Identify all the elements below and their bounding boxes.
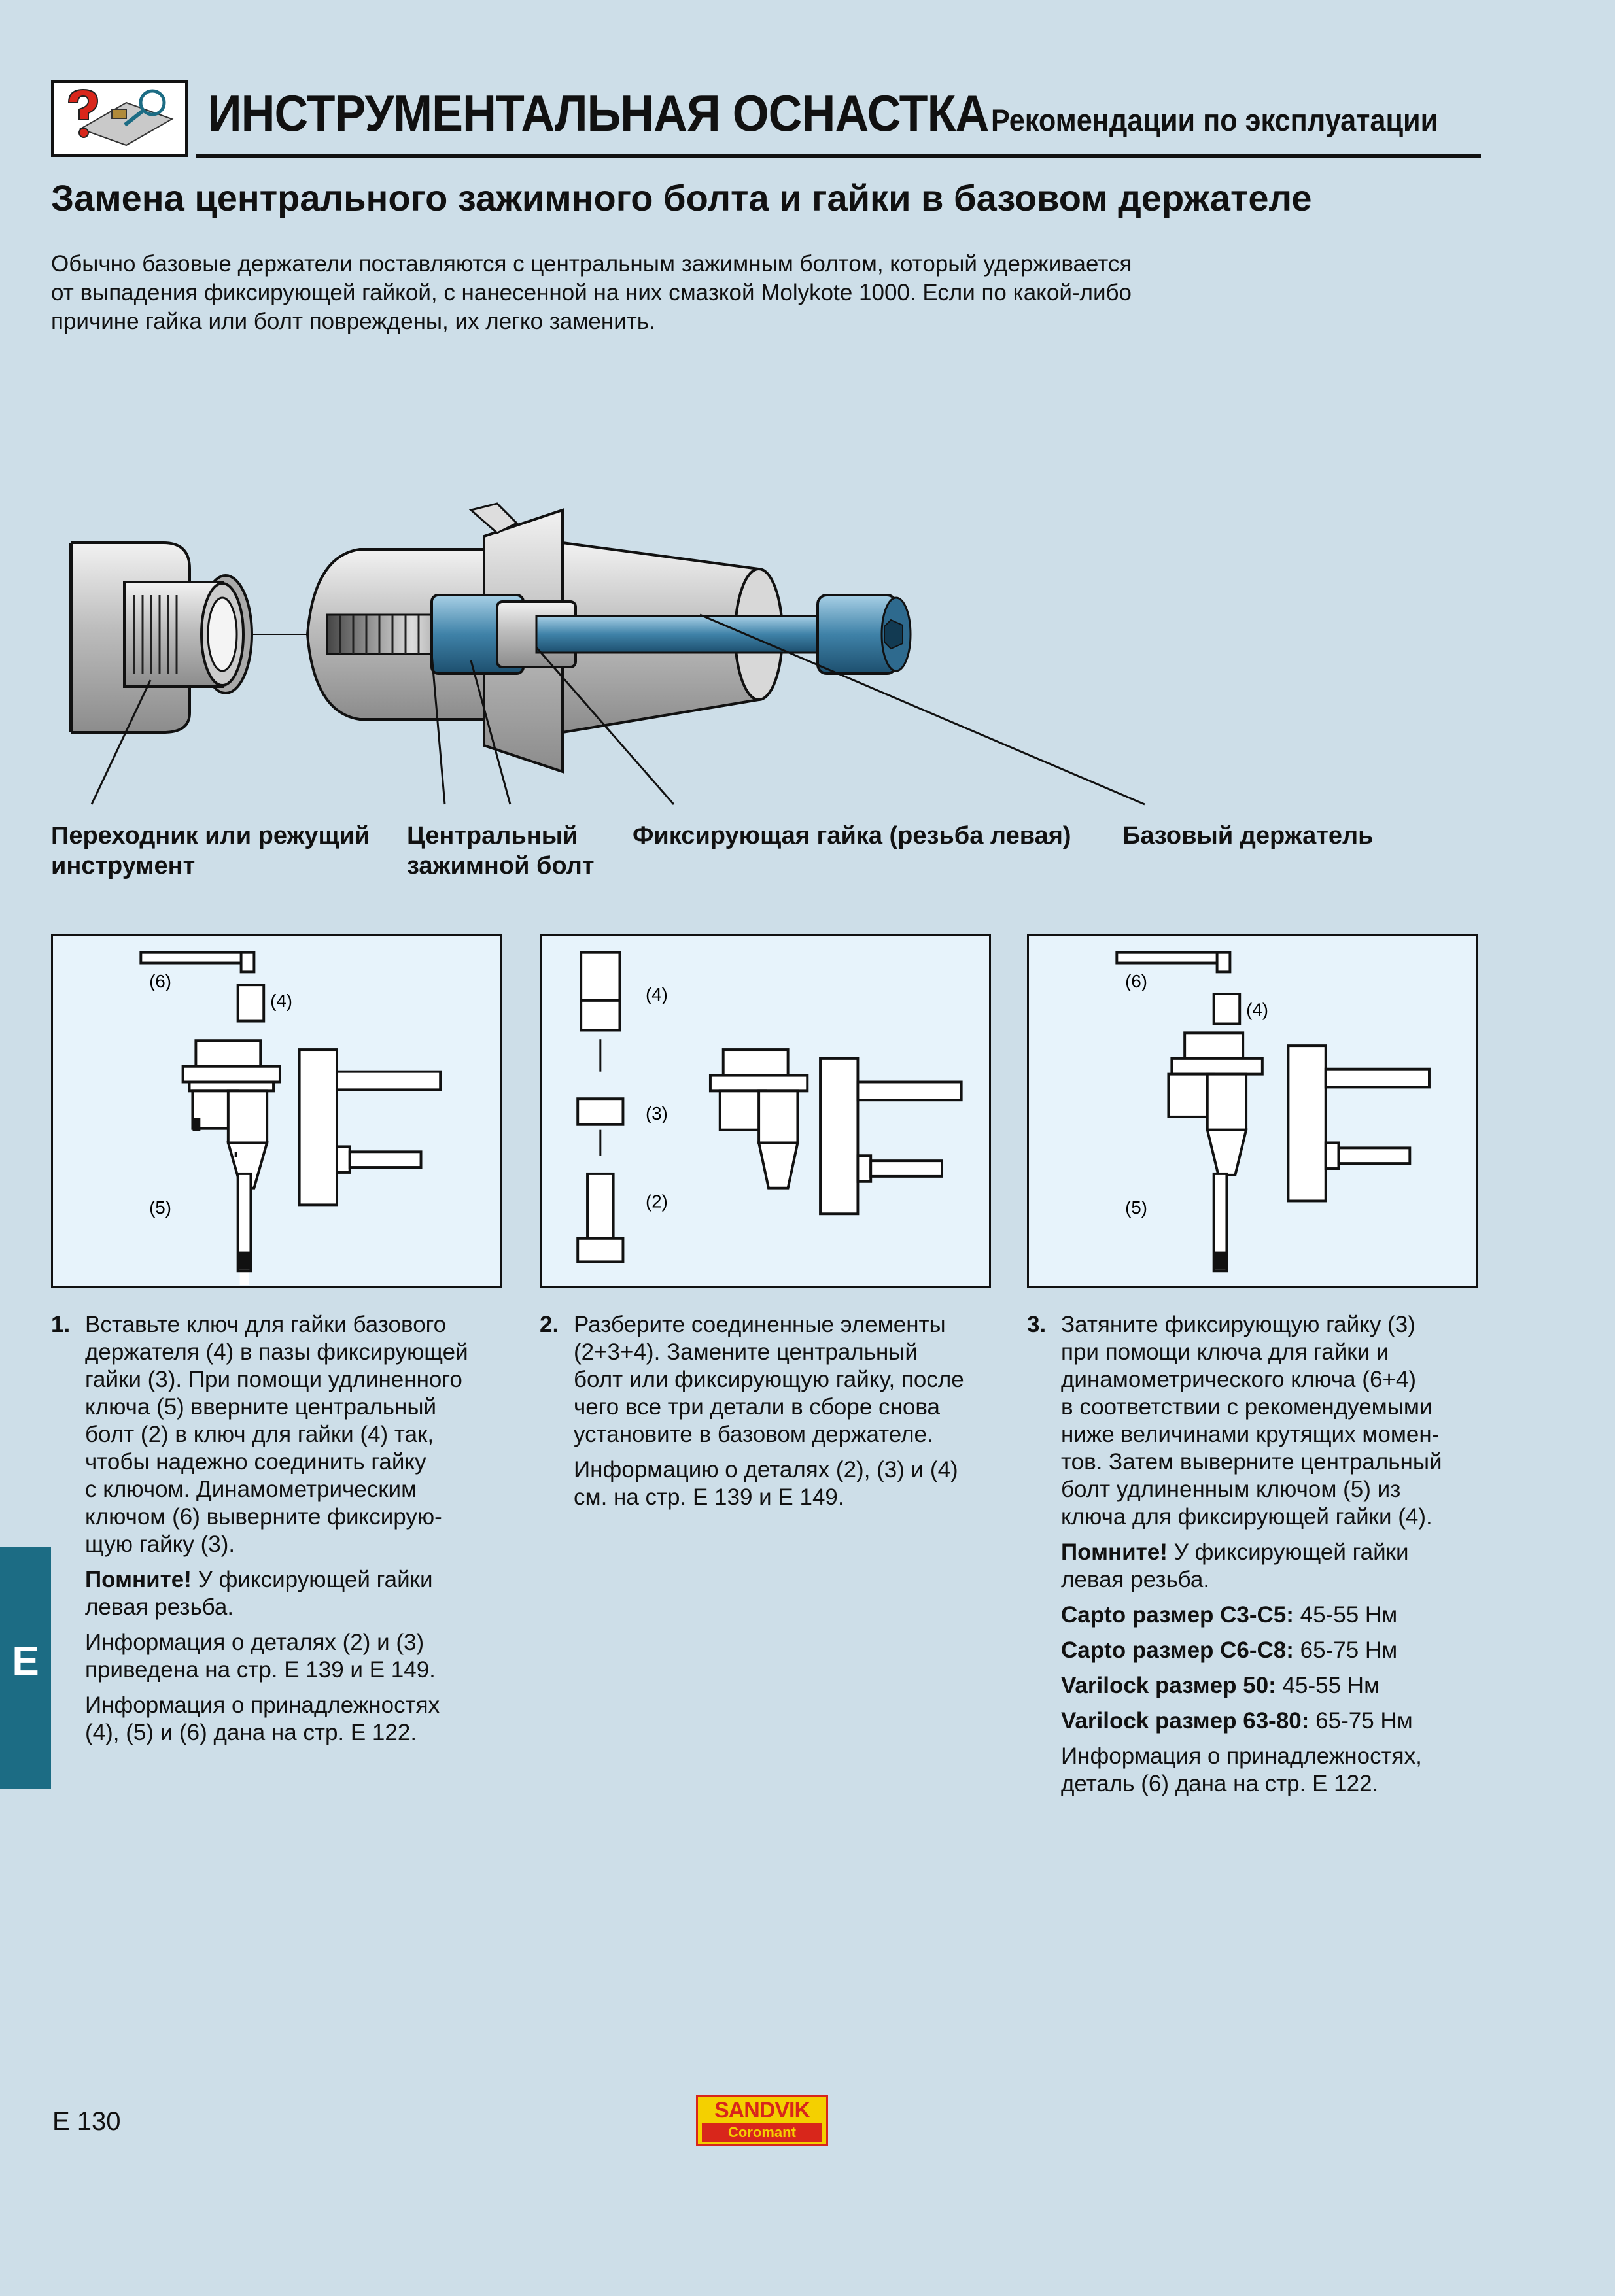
section-title: Замена центрального зажимного болта и га… [51,177,1312,218]
step-number: 2. [540,1312,559,1337]
page-number: E 130 [52,2107,121,2136]
header-divider [196,154,1481,158]
tool-holder-assembly-illustration [65,497,1491,811]
step-info: Информация о деталях (2) и (3)приведена … [85,1630,436,1683]
step-instructions: Затяните фиксирующую гайку (3)при помощи… [1061,1312,1442,1530]
page-title: ИНСТРУМЕНТАЛЬНАЯ ОСНАСТКА [208,84,989,142]
intro-line: от выпадения фиксирующей гайкой, с нанес… [51,280,1132,305]
intro-line: причине гайка или болт повреждены, их ле… [51,309,655,334]
step-2: 2. Разберите соединенные элементы(2+3+4)… [540,1311,998,1519]
sandvik-coromant-logo: SANDVIK Coromant [696,2095,828,2146]
torque-row: Varilock размер 50: 45-55 Нм [1061,1673,1380,1698]
step-number: 3. [1027,1312,1047,1337]
panel1-label-5: (5) [149,1197,171,1218]
panel3-label-6: (6) [1125,971,1147,991]
intro-paragraph: Обычно базовые держатели поставляются с … [51,250,1294,336]
torque-row: Capto размер C3-C5: 45-55 Нм [1061,1602,1398,1628]
step1-diagram: (6) (4) (5) [51,934,502,1288]
panel2-label-3: (3) [646,1103,668,1123]
step2-diagram: (4) (3) (2) [540,934,991,1288]
step-number: 1. [51,1312,71,1337]
tools-question-icon [51,80,188,157]
page-subtitle: Рекомендации по эксплуатации [991,103,1438,137]
step-info: Информация о принадлежностях,деталь (6) … [1061,1743,1422,1796]
step-info: Информация о принадлежностях(4), (5) и (… [85,1692,440,1745]
torque-row: Capto размер C6-C8: 65-75 Нм [1061,1637,1398,1663]
panel3-label-4: (4) [1246,1000,1268,1020]
intro-line: Обычно базовые держатели поставляются с … [51,251,1132,277]
panel2-label-4: (4) [646,984,668,1004]
label-base-holder: Базовый держатель [1122,822,1374,849]
step-instructions: Разберите соединенные элементы(2+3+4). З… [574,1312,964,1447]
section-tab [0,1547,51,1789]
panel1-label-6: (6) [149,971,171,991]
step3-diagram: (6) (4) (5) [1027,934,1478,1288]
panel3-label-5: (5) [1125,1197,1147,1218]
torque-row: Varilock размер 63-80: 65-75 Нм [1061,1708,1413,1734]
panel2-label-2: (2) [646,1191,668,1211]
panel1-label-4: (4) [270,991,292,1011]
section-tab-letter: E [12,1639,39,1684]
step-info: Информацию о деталях (2), (3) и (4)см. н… [574,1457,958,1510]
step-3: 3. Затяните фиксирующую гайку (3)при пом… [1027,1311,1485,1806]
label-locking-nut: Фиксирующая гайка (резьба левая) [633,822,1071,849]
